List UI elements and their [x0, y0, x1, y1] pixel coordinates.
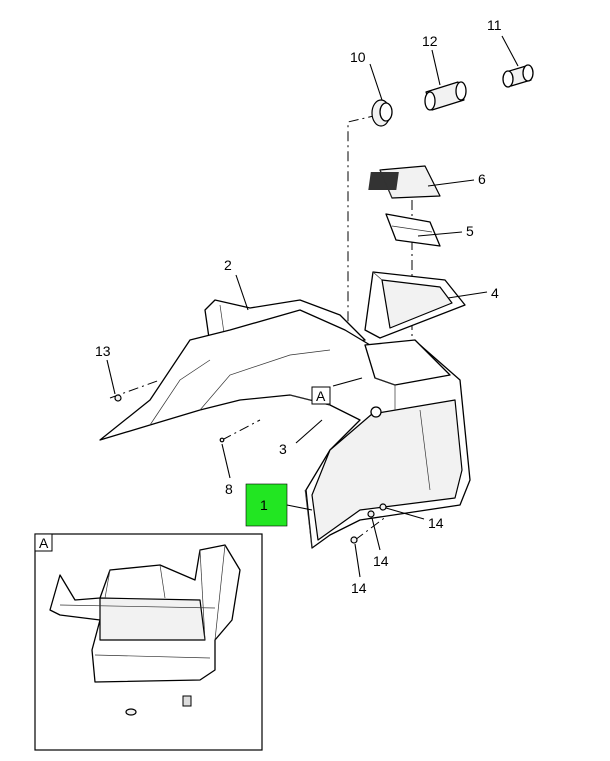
- callout-8: 8: [225, 481, 233, 497]
- part-10-grommet: [371, 99, 393, 127]
- callout-13: 13: [95, 343, 111, 359]
- callout-14-a: 14: [428, 515, 444, 531]
- part-3-console: [99, 309, 471, 549]
- view-label-inset: A: [39, 535, 49, 551]
- callout-4: 4: [491, 285, 499, 301]
- hardware-14: [350, 503, 387, 544]
- part-12-socket: [424, 81, 467, 111]
- hardware-13: [114, 394, 122, 402]
- part-5-bracket: [385, 213, 441, 247]
- callout-10: 10: [350, 49, 366, 65]
- callout-11: 11: [487, 17, 502, 33]
- part-11-plug: [502, 64, 534, 88]
- callout-12: 12: [422, 33, 438, 49]
- svg-text:A: A: [316, 388, 326, 404]
- inset-detail-view: A: [34, 533, 263, 751]
- callout-1: 1: [260, 497, 268, 513]
- callout-5: 5: [466, 223, 474, 239]
- part-4-bezel: [364, 271, 466, 339]
- callout-6: 6: [478, 171, 486, 187]
- callout-3: 3: [279, 441, 287, 457]
- leader-lines: [93, 35, 519, 719]
- callout-2: 2: [224, 257, 232, 273]
- callout-14-c: 14: [351, 580, 367, 596]
- view-label-main: A: [311, 386, 331, 405]
- callout-14-b: 14: [373, 553, 389, 569]
- hardware-8: [219, 437, 225, 443]
- callouts: 1 2 3 4 5 6 7 8 9 10 11 12 13 14 14 14: [81, 17, 502, 727]
- part-6-switch-panel: [368, 165, 441, 199]
